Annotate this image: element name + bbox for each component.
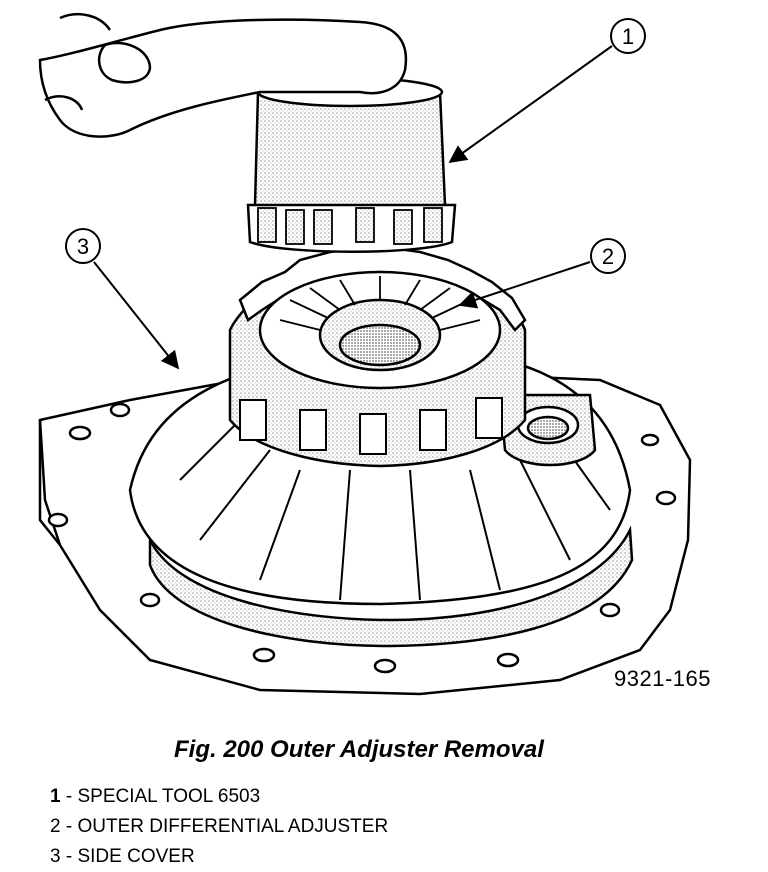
callout-1: 1 <box>610 18 646 54</box>
callout-label: 3 <box>77 234 89 259</box>
callout-3: 3 <box>65 228 101 264</box>
legend-number: 2 <box>50 816 61 837</box>
special-tool-6503 <box>246 76 457 253</box>
legend-number: 3 <box>50 846 61 867</box>
legend-item: 1 - SPECIAL TOOL 6503 <box>50 782 388 812</box>
legend-text: SIDE COVER <box>77 846 195 867</box>
callout-label: 2 <box>602 244 614 269</box>
figure-id: 9321-165 <box>614 666 711 691</box>
legend-separator: - <box>60 816 78 837</box>
legend-item: 3 - SIDE COVER <box>50 842 388 872</box>
outer-differential-adjuster <box>228 246 527 468</box>
legend-text: SPECIAL TOOL 6503 <box>77 786 261 807</box>
leader-lines <box>93 45 613 370</box>
callout-label: 1 <box>622 24 634 49</box>
legend-number: 1 <box>50 786 61 807</box>
legend-separator: - <box>60 846 78 867</box>
callout-2: 2 <box>590 238 626 274</box>
bolt-holes <box>47 402 677 674</box>
legend-item: 2 - OUTER DIFFERENTIAL ADJUSTER <box>50 812 388 842</box>
figure-caption: Fig. 200 Outer Adjuster Removal <box>174 736 544 763</box>
legend-text: OUTER DIFFERENTIAL ADJUSTER <box>77 816 389 837</box>
technical-illustration: 1 2 3 <box>38 13 692 696</box>
legend-separator: - <box>60 786 78 807</box>
hand <box>38 13 408 138</box>
legend-list: 1 - SPECIAL TOOL 6503 2 - OUTER DIFFEREN… <box>50 782 388 872</box>
